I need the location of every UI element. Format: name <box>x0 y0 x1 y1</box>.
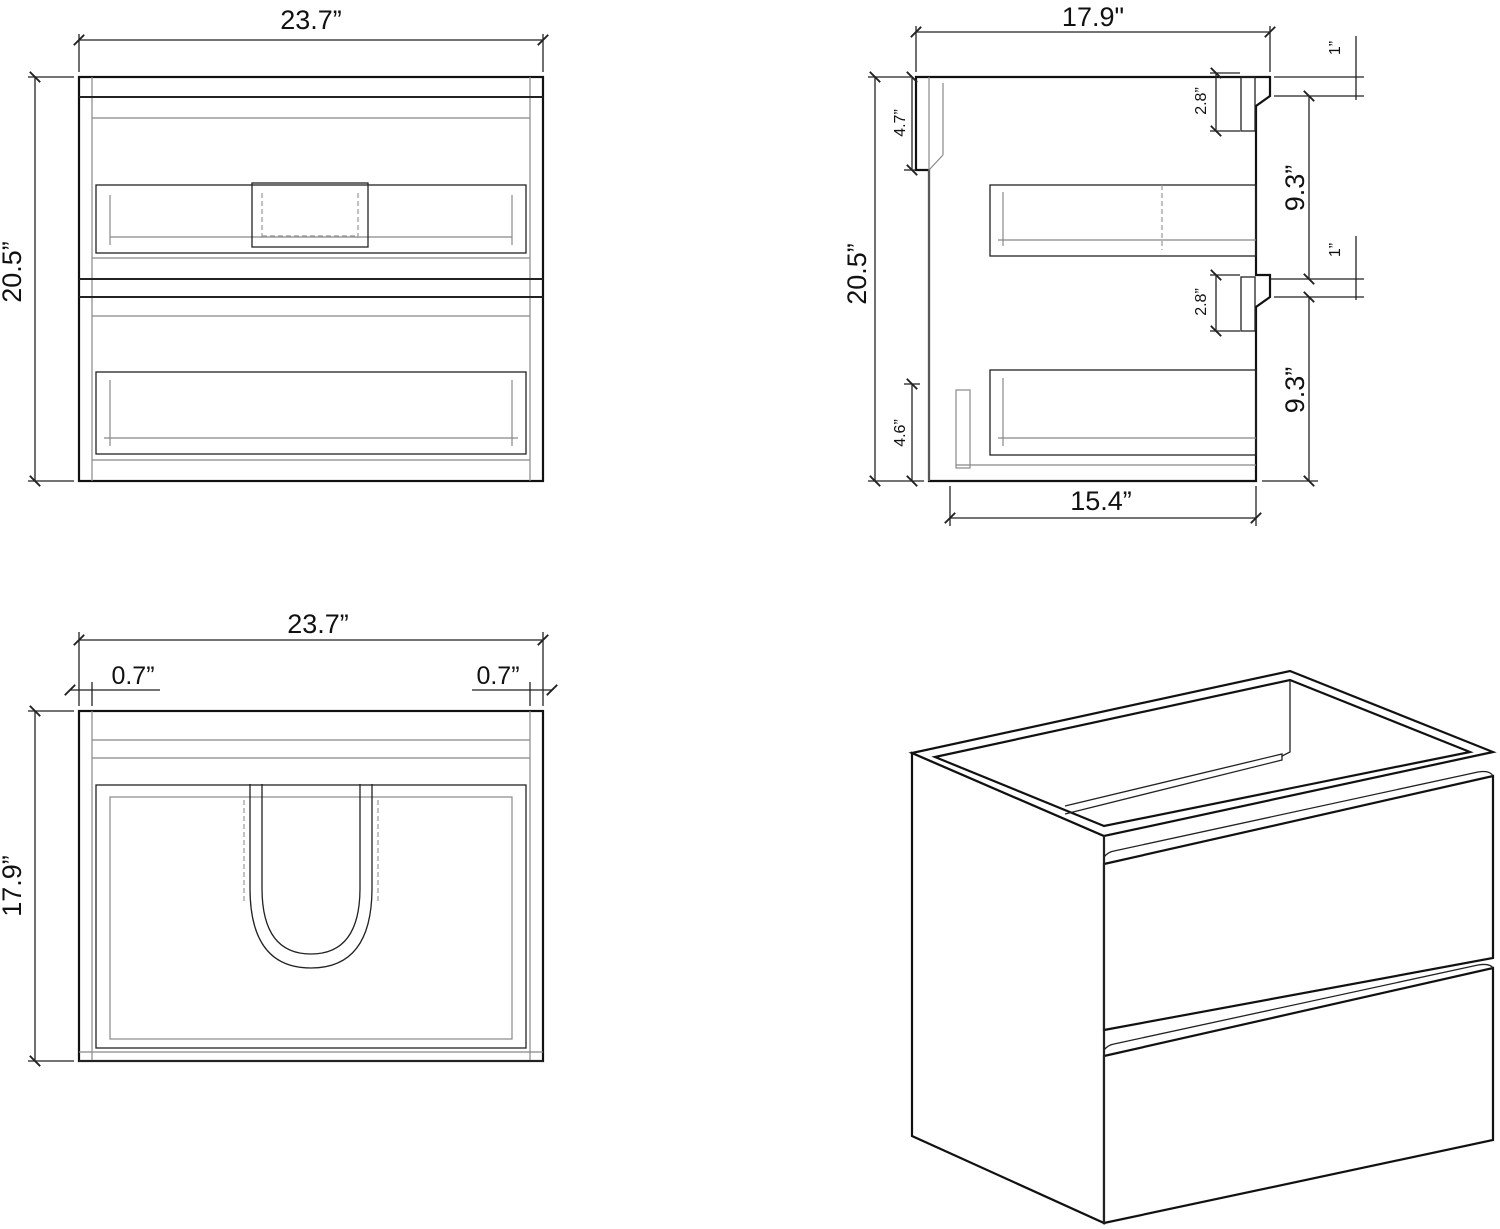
side-drawer-bottom-label: 9.3” <box>1280 367 1310 414</box>
side-cabinet-outline <box>914 75 1272 483</box>
top-right-side-dimension: 0.7” <box>472 662 558 706</box>
side-height-dimension: 20.5” <box>842 71 924 487</box>
top-view: 23.7” 0.7” 0.7” 17.9” <box>0 609 558 1067</box>
side-mid-offset-dimension: 1” <box>1274 236 1364 300</box>
front-width-dimension: 23.7” <box>73 5 549 72</box>
side-upper-drawer <box>989 184 1257 257</box>
top-right-side-label: 0.7” <box>476 662 519 690</box>
top-width-dimension: 23.7” <box>73 609 549 706</box>
side-mid-offset-label: 1” <box>1327 243 1344 257</box>
iso-upper-handle-groove <box>1103 770 1494 858</box>
front-cabinet-outline <box>77 75 545 483</box>
side-handle-bottom-dimension: 2.8” <box>1193 269 1240 337</box>
side-bottom-gap-label: 4.6” <box>892 419 909 447</box>
side-inner-depth-label: 15.4” <box>1070 486 1132 516</box>
side-view: 17.9" 20.5” 4.7” 4.6” 15.4” 2 <box>842 2 1364 526</box>
isometric-view <box>908 669 1497 1225</box>
front-height-label: 20.5” <box>0 241 27 303</box>
top-left-side-label: 0.7” <box>111 662 154 690</box>
top-width-label: 23.7” <box>287 609 349 639</box>
front-lower-drawer <box>92 315 530 461</box>
front-view: 23.7” 20.5” <box>0 5 549 487</box>
side-top-gap-dimension: 4.7” <box>892 71 918 176</box>
side-depth-label: 17.9" <box>1062 2 1124 32</box>
top-cabinet-outline <box>77 709 545 1063</box>
side-top-offset-dimension: 1” <box>1274 36 1364 100</box>
top-left-side-dimension: 0.7” <box>64 662 160 706</box>
top-depth-dimension: 17.9” <box>0 705 74 1067</box>
side-drawer-top-label: 9.3” <box>1280 165 1310 212</box>
top-depth-label: 17.9” <box>0 855 27 917</box>
top-sink-trap-cutout <box>243 784 379 969</box>
iso-top-opening <box>931 678 1474 828</box>
side-handle-top-dimension: 2.8” <box>1193 67 1240 137</box>
side-drawer-top-dimension: 9.3” <box>1270 90 1364 285</box>
side-handle-bottom-label: 2.8” <box>1193 288 1210 316</box>
side-bottom-gap-dimension: 4.6” <box>892 378 920 487</box>
side-drawer-bottom-dimension: 9.3” <box>1262 291 1318 487</box>
side-handle-top-label: 2.8” <box>1193 87 1210 115</box>
front-sink-cutout <box>251 182 369 248</box>
front-upper-drawer <box>92 117 530 259</box>
side-lower-drawer <box>955 369 1257 469</box>
side-inner-depth-dimension: 15.4” <box>944 486 1262 526</box>
side-depth-dimension: 17.9" <box>910 2 1276 72</box>
front-height-dimension: 20.5” <box>0 71 74 487</box>
front-width-label: 23.7” <box>280 5 342 35</box>
iso-lower-handle-groove <box>1103 963 1494 1051</box>
side-height-label: 20.5” <box>842 243 872 305</box>
side-top-offset-label: 1” <box>1327 41 1344 55</box>
top-drawer-box <box>95 784 527 1049</box>
side-top-gap-label: 4.7” <box>892 109 909 137</box>
